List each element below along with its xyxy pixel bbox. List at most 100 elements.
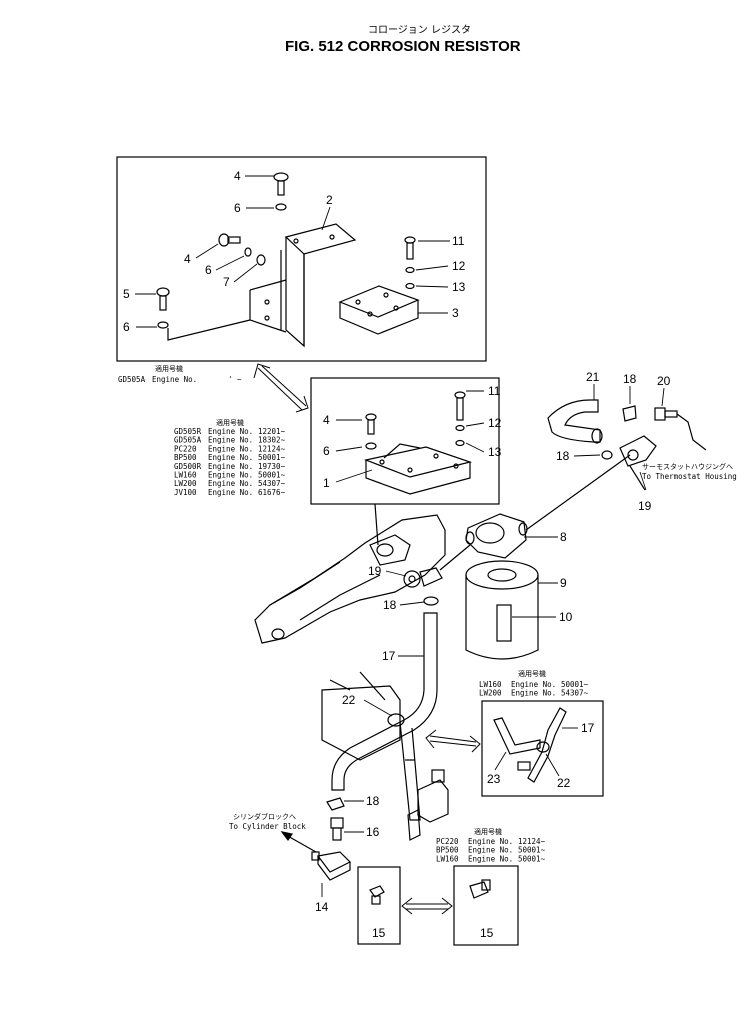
middle_box-row-3-model: BP500 (174, 453, 197, 462)
callout-23: 23 (487, 772, 501, 786)
clamp-22 (387, 713, 405, 727)
pc_box-row-1-label: Engine No. (468, 846, 513, 855)
top-value: ' ~ (228, 375, 242, 384)
callout-18b: 18 (556, 449, 570, 463)
middle-leaders (335, 390, 485, 483)
washer-13-middle (455, 439, 465, 447)
union-19-upper (619, 435, 657, 491)
bolt-5 (156, 287, 170, 311)
callout-14: 14 (315, 900, 329, 914)
callout-1: 1 (323, 476, 330, 490)
hose-line-thermostat (525, 454, 631, 531)
pc_box-row-0-label: Engine No. (468, 837, 513, 846)
swap-arrow-bottom (401, 897, 453, 915)
clamp-18-top (622, 405, 637, 422)
middle_box-row-1-model: GD505A (174, 436, 202, 445)
callout-18a: 18 (623, 372, 637, 386)
box-15-right (453, 865, 519, 946)
filter-cartridge (465, 560, 539, 660)
bolt-11-top (404, 236, 416, 260)
callout-22a: 22 (342, 693, 356, 707)
callout-19b: 19 (368, 564, 382, 578)
callout-22b: 22 (557, 776, 571, 790)
callout-8: 8 (560, 530, 567, 544)
lw_box-row-1-model: LW200 (479, 689, 502, 698)
middle_box-row-0-model: GD505R (174, 427, 202, 436)
cylinder-block-bracket (321, 671, 401, 761)
heading-top: 適用号機 (155, 364, 183, 373)
mounting-housing (254, 514, 446, 644)
hose-21 (547, 399, 603, 444)
top-label: Engine No. (152, 375, 197, 384)
connector-14 (311, 851, 352, 881)
callout-21: 21 (586, 370, 600, 384)
washer-6-top (275, 203, 287, 211)
middle_box-row-0-label: Engine No. (208, 427, 253, 436)
callout-10: 10 (559, 610, 573, 624)
plate-to-housing-line (374, 503, 379, 546)
plug-15-right (469, 879, 491, 899)
callout-13a: 13 (452, 280, 466, 294)
callout-17b: 17 (581, 721, 595, 735)
middle_box-row-7-value: 61676~ (258, 488, 286, 497)
middle_box-row-6-value: 54307~ (258, 479, 286, 488)
callout-15a: 15 (372, 926, 386, 940)
middle_box-row-6-label: Engine No. (208, 479, 253, 488)
middle_box-row-4-value: 19730~ (258, 462, 286, 471)
middle_box-row-3-label: Engine No. (208, 453, 253, 462)
title-japanese: コロージョン レジスタ (368, 24, 471, 36)
middle_box-row-5-label: Engine No. (208, 471, 253, 480)
clamp-18-mid (601, 450, 613, 460)
cylinder-label: To Cylinder Block (229, 822, 306, 831)
thermostat-leader (639, 471, 647, 491)
lw-box (481, 700, 604, 797)
pc_box-row-0-value: 12124~ (518, 837, 546, 846)
heading-pc: 適用号機 (474, 827, 502, 836)
connector-20 (654, 407, 707, 451)
cylinder-label-jp: シリンダブロックへ (233, 812, 296, 821)
pipe-17-vertical (399, 721, 421, 821)
callout-4c: 4 (323, 413, 330, 427)
cylinder-arrow (280, 831, 317, 853)
washer-6-side (244, 247, 252, 257)
filter-head-8 (465, 513, 528, 559)
washer-12-top (405, 266, 415, 274)
box-15-left (357, 866, 401, 945)
callout-11b: 11 (488, 384, 501, 398)
bottom-leaders (321, 655, 424, 897)
washer-7 (256, 254, 266, 266)
callout-9: 9 (560, 576, 567, 590)
middle_box-row-1-value: 18302~ (258, 436, 286, 445)
lw_box-row-1-value: 54307~ (561, 689, 589, 698)
bolt-4-side (218, 233, 241, 247)
middle_box-row-4-label: Engine No. (208, 462, 253, 471)
middle_box-row-2-model: PC220 (174, 444, 197, 453)
callout-18d: 18 (366, 794, 380, 808)
callout-11a: 11 (452, 234, 465, 248)
figure-title: FIG. 512 CORROSION RESISTOR (285, 38, 521, 55)
lw-leaders (494, 727, 578, 777)
middle_box-row-3-value: 50001~ (258, 453, 286, 462)
valve-block (407, 769, 449, 841)
lw_box-row-0-model: LW160 (479, 680, 502, 689)
washer-6-middle (365, 442, 377, 450)
washer-13-top (405, 282, 415, 290)
callout-2: 2 (326, 193, 333, 207)
pc_box-row-2-value: 50001~ (518, 854, 546, 863)
pc_box-row-2-model: LW160 (436, 854, 459, 863)
plate-3 (338, 285, 420, 335)
middle_box-row-7-label: Engine No. (208, 488, 253, 497)
swap-arrow-top (253, 363, 309, 413)
top-assembly-box (116, 156, 487, 362)
thermostat-label-jp: サーモスタットハウジングへ (642, 462, 733, 471)
callout-6c: 6 (123, 320, 130, 334)
middle_box-row-2-label: Engine No. (208, 444, 253, 453)
plate-1 (363, 443, 473, 495)
pc_box-row-1-model: BP500 (436, 846, 459, 855)
callout-5: 5 (123, 287, 130, 301)
pc_box-row-1-value: 50001~ (518, 846, 546, 855)
callout-6d: 6 (323, 444, 330, 458)
callout-3: 3 (452, 306, 459, 320)
